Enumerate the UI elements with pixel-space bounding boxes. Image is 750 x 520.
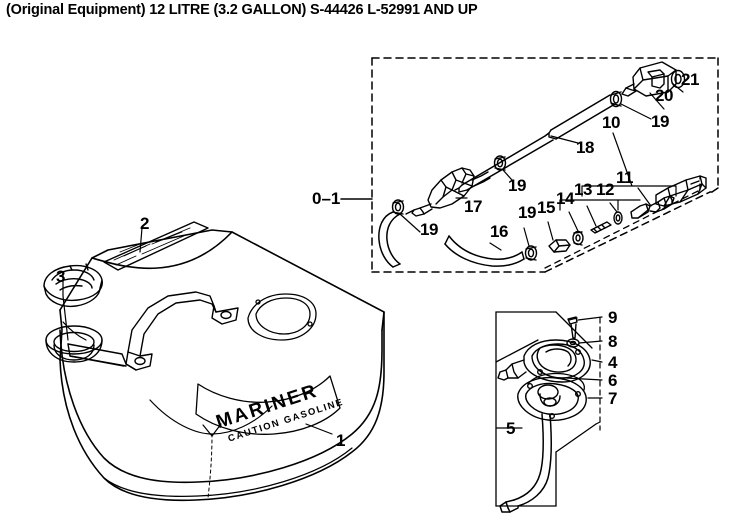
connector-frame-dashed	[595, 317, 601, 431]
leader-19-lower	[523, 227, 530, 247]
page-title: (Original Equipment) 12 LITRE (3.2 GALLO…	[6, 2, 478, 18]
tank-decal-plate	[195, 375, 341, 435]
connector-frame	[495, 311, 597, 507]
callout-19-upper: 19	[651, 112, 669, 131]
leader-19-upper	[620, 103, 652, 120]
callout-21: 21	[681, 70, 699, 89]
fuel-hose-16	[444, 235, 525, 267]
callout-11: 11	[616, 168, 633, 187]
leader-21	[671, 82, 684, 93]
assembly-boundary-dashed	[371, 57, 719, 273]
callout-9: 9	[608, 308, 618, 327]
callout-19-left: 19	[420, 220, 438, 239]
leader-10	[612, 132, 633, 187]
callout-10: 10	[602, 113, 620, 132]
instruction-decal-part-2	[103, 221, 209, 271]
callout-18: 18	[576, 138, 594, 157]
pickup-tube-part-5	[499, 413, 553, 513]
leader-19-mid	[502, 169, 513, 181]
o-ring-part-12	[613, 211, 623, 225]
leader-9	[577, 316, 603, 321]
hose-clamp-19-left	[391, 199, 405, 215]
callout-3: 3	[56, 267, 66, 286]
hose-clamp-19-lower	[524, 245, 538, 261]
callout-13: 13	[574, 180, 592, 199]
nut-part-15	[548, 239, 571, 253]
leader-12	[609, 202, 618, 213]
callout-5: 5	[506, 419, 516, 438]
callout-20: 20	[655, 86, 673, 105]
tank-decal-text: MARINER CAUTION GASOLINE	[214, 380, 346, 444]
leader-4	[591, 359, 603, 363]
leader-16	[489, 242, 502, 251]
tank-gauge-plate	[247, 293, 317, 341]
hose-clamp-19-upper	[609, 90, 623, 108]
callout-6: 6	[608, 371, 618, 390]
tank-connector-part-20	[621, 61, 677, 97]
callout-14: 14	[556, 189, 574, 208]
leader-15	[547, 221, 554, 241]
gasket-part-6	[527, 372, 585, 391]
callout-8: 8	[608, 332, 618, 351]
callout-19-mid: 19	[508, 176, 526, 195]
fuel-tank-body	[59, 229, 385, 502]
tank-handle	[67, 291, 239, 371]
washer-part-14	[572, 230, 584, 246]
leader-6	[565, 377, 603, 381]
callout-4: 4	[608, 353, 618, 372]
callout-16: 16	[490, 222, 508, 241]
assembly-label-0-1: 0–1	[312, 189, 341, 208]
u-hose-left	[378, 211, 401, 268]
base-plate-part-7	[517, 376, 587, 421]
callout-19-lower: 19	[518, 203, 536, 222]
male-connector-part-11	[630, 195, 675, 219]
leader-20	[649, 92, 665, 110]
leader-11	[637, 187, 652, 207]
callout-1: 1	[336, 431, 346, 450]
leader-18	[550, 135, 579, 144]
screw-part-9	[567, 316, 578, 339]
female-connector-right	[655, 175, 707, 207]
leader-1	[305, 423, 333, 435]
primer-bulb-17	[405, 167, 491, 217]
fuel-cap-part-3	[43, 263, 103, 308]
fuel-hose-18	[454, 94, 616, 193]
spring-pin-part-13	[590, 221, 612, 234]
leader-2	[139, 227, 143, 253]
callout-17: 17	[464, 197, 482, 216]
leader-14	[568, 211, 579, 232]
callout-15: 15	[537, 198, 555, 217]
leader-19-left	[399, 213, 421, 233]
leader-13	[586, 205, 597, 227]
callout-12: 12	[596, 180, 614, 199]
callout-2: 2	[140, 214, 150, 233]
leader-8	[578, 340, 603, 344]
group-bracket-10	[559, 185, 677, 211]
callout-7: 7	[608, 389, 618, 408]
